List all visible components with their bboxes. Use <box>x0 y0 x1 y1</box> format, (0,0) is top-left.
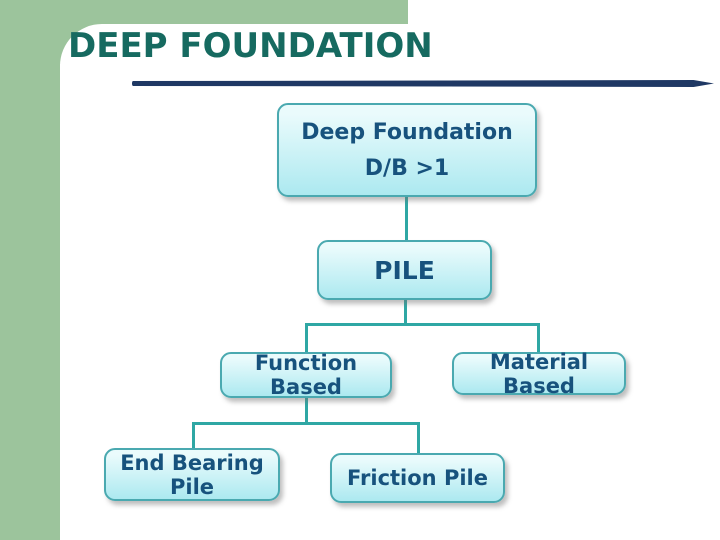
node-pile-label: PILE <box>374 255 435 285</box>
connector-level2-horizontal <box>305 323 540 326</box>
node-pile: PILE <box>317 240 492 300</box>
slide-title: DEEP FOUNDATION <box>68 26 433 66</box>
node-deep-foundation: Deep Foundation D/B >1 <box>277 103 537 197</box>
node-deep-foundation-line2: D/B >1 <box>364 155 450 181</box>
node-deep-foundation-line1: Deep Foundation <box>301 119 513 145</box>
connector-pile-stem <box>404 298 407 326</box>
node-end-bearing-pile-label: End Bearing Pile <box>120 450 264 499</box>
title-underline-bar <box>132 80 714 87</box>
left-green-sidebar <box>0 0 60 540</box>
connector-level3-horizontal <box>192 422 420 425</box>
node-function-based: Function Based <box>220 351 392 399</box>
node-material-based-label: Material Based <box>489 349 589 398</box>
node-function-based-label: Function Based <box>254 351 358 399</box>
connector-to-friction-pile <box>417 422 420 455</box>
connector-to-end-bearing-pile <box>192 422 195 450</box>
connector-to-material-based <box>537 323 540 354</box>
connector-to-function-based <box>305 323 308 354</box>
node-material-based: Material Based <box>452 349 626 398</box>
connector-function-stem <box>305 396 308 425</box>
node-friction-pile: Friction Pile <box>330 453 505 503</box>
connector-deep-to-pile <box>405 196 408 242</box>
node-friction-pile-label: Friction Pile <box>347 466 488 490</box>
node-end-bearing-pile: End Bearing Pile <box>104 448 280 501</box>
